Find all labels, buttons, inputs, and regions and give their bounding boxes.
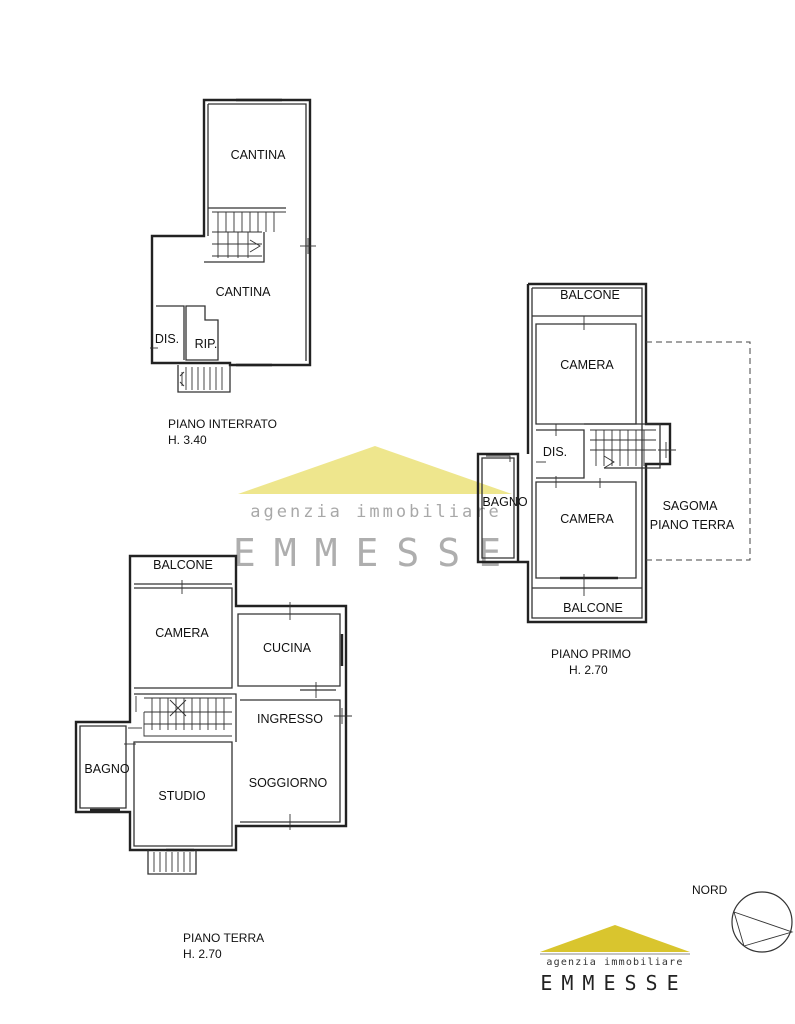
room-label-dis-first: DIS. (543, 445, 567, 459)
ground-floor-title: PIANO TERRA (183, 931, 264, 945)
ground-floor-plan: BALCONE CAMERA CUCINA INGRESSO BAGNO STU… (74, 554, 352, 961)
compass-label: NORD (692, 883, 728, 897)
ground-floor-stairs (128, 693, 237, 742)
logo-roof (540, 925, 690, 952)
agency-logo: agenzia immobiliare EMMESSE (540, 925, 690, 995)
room-label-soggiorno: SOGGIORNO (249, 776, 328, 790)
ground-entry-stairs (147, 848, 197, 875)
room-label-bagno-ground: BAGNO (84, 762, 129, 776)
room-label-rip: RIP. (195, 337, 218, 351)
room-label-balcone-bottom: BALCONE (563, 601, 623, 615)
room-label-balcone-top: BALCONE (560, 288, 620, 302)
outline-label-piano-terra: PIANO TERRA (650, 518, 735, 532)
room-label-cantina-main: CANTINA (216, 285, 272, 299)
room-label-cantina-top: CANTINA (231, 148, 287, 162)
basement-plan: CANTINA CANTINA DIS. RIP. PIANO INTERRAT… (150, 98, 316, 447)
north-arrow-icon (733, 911, 794, 947)
basement-height: H. 3.40 (168, 433, 207, 447)
room-label-dis-basement: DIS. (155, 332, 179, 346)
logo-brand: EMMESSE (540, 971, 687, 995)
basement-entry-stairs (177, 365, 231, 393)
room-label-cucina: CUCINA (263, 641, 312, 655)
room-label-camera-top: CAMERA (560, 358, 614, 372)
room-label-camera-ground: CAMERA (155, 626, 209, 640)
watermark-tagline: agenzia immobiliare (250, 502, 501, 522)
room-label-balcone-ground: BALCONE (153, 558, 213, 572)
logo-tagline: agenzia immobiliare (546, 957, 683, 968)
first-floor-height: H. 2.70 (569, 663, 608, 677)
north-compass: NORD (692, 883, 794, 953)
first-floor-title: PIANO PRIMO (551, 647, 631, 661)
outline-label-sagoma: SAGOMA (663, 499, 719, 513)
first-floor-stairs (584, 423, 661, 469)
watermark-brand: EMMESSE (233, 531, 519, 575)
ground-floor-height: H. 2.70 (183, 947, 222, 961)
watermark-roof (238, 446, 512, 494)
room-label-camera-bottom: CAMERA (560, 512, 614, 526)
watermark: agenzia immobiliare EMMESSE (233, 446, 519, 575)
first-floor-plan: BALCONE CAMERA DIS. BAGNO CAMERA BALCONE… (476, 282, 751, 677)
compass-circle-icon (731, 891, 793, 953)
room-label-bagno-first: BAGNO (482, 495, 527, 509)
room-label-ingresso: INGRESSO (257, 712, 323, 726)
basement-stairs (204, 211, 286, 263)
room-label-studio: STUDIO (158, 789, 206, 803)
basement-title: PIANO INTERRATO (168, 417, 277, 431)
